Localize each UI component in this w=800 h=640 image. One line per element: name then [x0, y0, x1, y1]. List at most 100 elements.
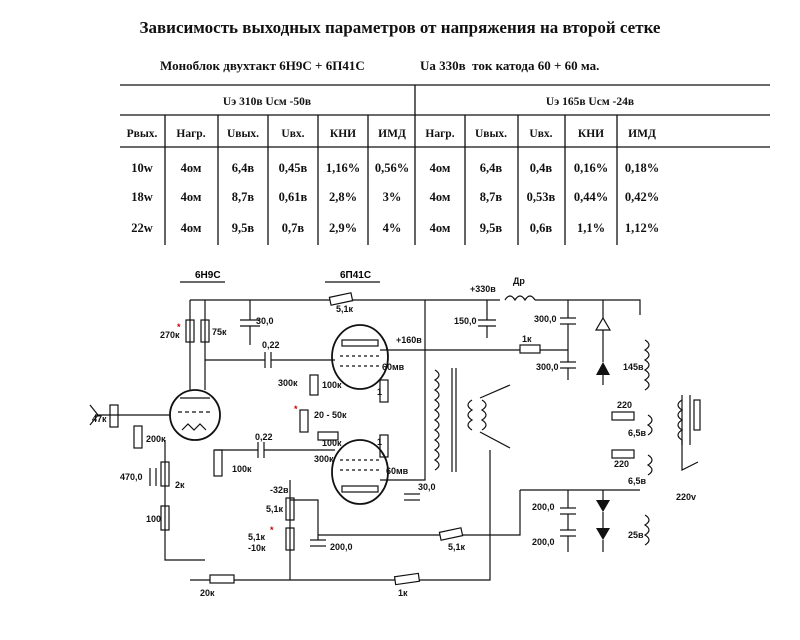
capacitor-label: 0,22 — [262, 340, 280, 350]
table-cell: 1,16% — [326, 161, 360, 175]
table-cell: 4% — [383, 221, 402, 235]
table-header-cell: Uвых. — [227, 128, 259, 140]
table-header-cell: Нагр. — [176, 128, 205, 140]
amplifier-schematic: 6Н9С 6П41С 5,1к +330в Др 270к * 75к 30,0… — [89, 270, 701, 598]
star-mark: * — [294, 404, 298, 414]
voltage-label: -32в — [270, 485, 289, 495]
tube1-label: 6Н9С — [195, 270, 221, 281]
capacitor-label: 0,22 — [255, 432, 273, 442]
table-cell: 6,4в — [232, 161, 255, 175]
table-cell: 3% — [383, 190, 402, 204]
group-right-label: Uэ 165в Uсм -24в — [546, 96, 634, 108]
capacitor-label: 30,0 — [418, 482, 436, 492]
table-cell: 4ом — [181, 161, 202, 175]
capacitor-label: 470,0 — [120, 472, 143, 482]
resistor-label: 60мв — [382, 362, 405, 372]
voltage-label: +160в — [396, 335, 422, 345]
table-cell: 8,7в — [480, 190, 503, 204]
table-cell: 0,18% — [625, 161, 659, 175]
top-rail — [190, 292, 641, 315]
table-cell: 0,45в — [279, 161, 308, 175]
table-cell: 10w — [131, 161, 153, 175]
table-header-cell: КНИ — [330, 128, 356, 140]
voltage-label: 6,5в — [628, 428, 647, 438]
table-cell: 4ом — [181, 190, 202, 204]
resistor-label: 20 - 50к — [314, 410, 347, 420]
resistor-label: 5,1к — [248, 532, 266, 542]
tube2-label: 6П41С — [340, 270, 371, 281]
choke-label: Др — [513, 276, 525, 286]
capacitor-label: 200,0 — [532, 502, 555, 512]
table-cell: 0,56% — [375, 161, 409, 175]
resistor-label: 1к — [522, 334, 532, 344]
page-title: Зависимость выходных параметров от напря… — [139, 18, 661, 37]
table-cell: 0,6в — [530, 221, 553, 235]
resistor-label: 1 — [377, 437, 382, 447]
capacitor-label: 300,0 — [536, 362, 559, 372]
resistor-label: -10к — [248, 543, 266, 553]
resistor-label: 1 — [377, 387, 382, 397]
resistor-label: 1к — [398, 588, 408, 598]
tube-6p41s-upper — [331, 324, 389, 390]
star-mark: * — [270, 525, 274, 535]
table-cell: 22w — [131, 221, 153, 235]
table-cell: 4ом — [430, 221, 451, 235]
voltage-label: +330в — [470, 284, 496, 294]
capacitor-label: 30,0 — [256, 316, 274, 326]
table-header-cell: Нагр. — [425, 128, 454, 140]
table-cell: 6,4в — [480, 161, 503, 175]
voltage-label: 6,5в — [628, 476, 647, 486]
table-cell: 0,4в — [530, 161, 553, 175]
table-cell: 9,5в — [232, 221, 255, 235]
subtitle-operating-point: Ua 330в ток катода 60 + 60 ма. — [420, 58, 600, 73]
group-left-label: Uэ 310в Uсм -50в — [223, 96, 311, 108]
table-header-cell: Uвх. — [281, 128, 304, 140]
table-cell: 0,16% — [574, 161, 608, 175]
resistor-label: 300к — [278, 378, 298, 388]
resistor-label: 20к — [200, 588, 215, 598]
resistor-label: 5,1к — [336, 304, 354, 314]
resistor-label: 47к — [92, 414, 107, 424]
table-cell: 0,42% — [625, 190, 659, 204]
resistor-label: 60мв — [386, 466, 409, 476]
table-cell: 1,12% — [625, 221, 659, 235]
table-cell: 4ом — [181, 221, 202, 235]
table-cell: 1,1% — [577, 221, 605, 235]
table-header-cell: Uвх. — [529, 128, 552, 140]
power-transformer — [677, 395, 701, 471]
subtitle: Моноблок двухтакт 6Н9С + 6П41С — [160, 58, 365, 73]
resistor-label: 100к — [232, 464, 252, 474]
table-cell: 9,5в — [480, 221, 503, 235]
table-cell: 8,7в — [232, 190, 255, 204]
table-cell: 2,9% — [329, 221, 357, 235]
table-header-cell: КНИ — [578, 128, 604, 140]
table-cell: 2,8% — [329, 190, 357, 204]
resistor-label: 220 — [614, 459, 629, 469]
table-header-cell: ИМД — [378, 128, 406, 140]
resistor-label: 100 — [146, 514, 161, 524]
resistor-label: 75к — [212, 327, 227, 337]
resistor-label: 270к — [160, 330, 180, 340]
resistor-label: 5,1к — [266, 504, 284, 514]
resistor-label: 100к — [322, 380, 342, 390]
capacitor-label: 200,0 — [532, 537, 555, 547]
tube-6n9s — [169, 389, 221, 441]
voltage-label: 145в — [623, 362, 644, 372]
table-header-cell: Pвых. — [127, 128, 158, 140]
resistor-label: 2к — [175, 480, 185, 490]
resistor-label: 100к — [322, 438, 342, 448]
resistor-label: 300к — [314, 454, 334, 464]
star-mark: * — [177, 322, 181, 332]
table-cell: 4ом — [430, 161, 451, 175]
table-cell: 0,44% — [574, 190, 608, 204]
table-header-cell: ИМД — [628, 128, 656, 140]
table-cell: 18w — [131, 190, 153, 204]
resistor-label: 5,1к — [448, 542, 466, 552]
capacitor-label: 300,0 — [534, 314, 557, 324]
capacitor-label: 150,0 — [454, 316, 477, 326]
output-transformer — [433, 368, 511, 472]
parameters-table: Uэ 310в Uсм -50в Uэ 165в Uсм -24в Pвых. Н… — [120, 84, 770, 245]
mains-label: 220v — [676, 492, 696, 502]
tube-6p41s-lower — [331, 439, 389, 505]
resistor-label: 200к — [146, 434, 166, 444]
